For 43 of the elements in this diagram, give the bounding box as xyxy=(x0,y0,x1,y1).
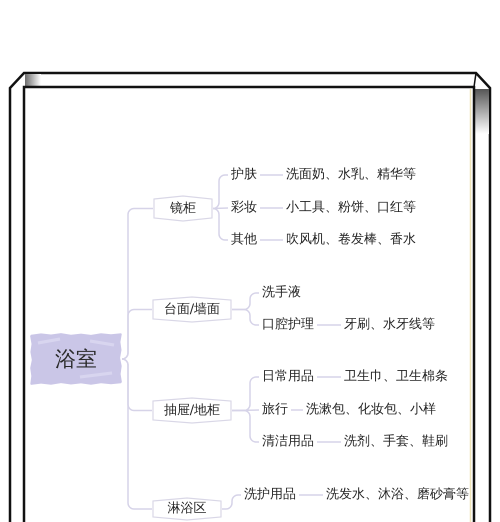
connector-line xyxy=(232,308,259,326)
topic-label: 台面/墙面 xyxy=(164,300,220,318)
topic-text: 牙刷、水牙线等 xyxy=(341,316,438,334)
topic-text: 护肤 xyxy=(228,166,260,184)
topic-text: 洗漱包、化妆包、小样 xyxy=(303,401,439,419)
topic-text: 洗剂、手套、鞋刷 xyxy=(341,433,451,451)
topic-box xyxy=(152,296,232,323)
topic-text: 彩妆 xyxy=(228,199,260,217)
connector-line xyxy=(232,410,259,443)
topic-box xyxy=(152,497,222,521)
connector-line xyxy=(291,409,303,411)
topic-box xyxy=(152,397,232,424)
topic-label: 淋浴区 xyxy=(168,500,206,518)
connector-line xyxy=(222,494,241,510)
connector-line xyxy=(232,409,260,412)
topic-text: 清洁用品 xyxy=(259,433,317,451)
topic-text: 卫生巾、卫生棉条 xyxy=(341,368,451,386)
connector-line xyxy=(122,358,152,510)
connector-line xyxy=(299,494,323,496)
topic-text: 洗发水、沐浴、磨砂膏等 xyxy=(323,486,472,504)
topic-text: 口腔护理 xyxy=(259,316,317,334)
topic-label: 镜柜 xyxy=(170,200,196,218)
topic-text: 其他 xyxy=(228,231,260,249)
connector-line xyxy=(317,376,341,378)
topic-label: 抽屉/地柜 xyxy=(164,402,220,420)
topic-text: 日常用品 xyxy=(259,368,317,386)
connector-line xyxy=(317,324,341,326)
connector-line xyxy=(260,239,283,241)
topic-box xyxy=(153,195,213,222)
topic-text: 洗护用品 xyxy=(241,486,299,504)
connector-line xyxy=(122,308,152,360)
connector-line xyxy=(260,207,283,209)
connector-line xyxy=(212,174,228,210)
topic-text: 旅行 xyxy=(259,401,291,419)
connector-line xyxy=(317,441,341,443)
topic-text: 小工具、粉饼、口红等 xyxy=(283,199,419,217)
connector-line xyxy=(260,174,283,176)
root-topic-label: 浴室 xyxy=(55,346,97,372)
topic-text: 洗面奶、水乳、精华等 xyxy=(283,166,419,184)
connector-line xyxy=(212,208,228,241)
topic-text: 洗手液 xyxy=(259,284,304,302)
topic-text: 吹风机、卷发棒、香水 xyxy=(283,231,419,249)
root-topic-box xyxy=(30,333,122,385)
